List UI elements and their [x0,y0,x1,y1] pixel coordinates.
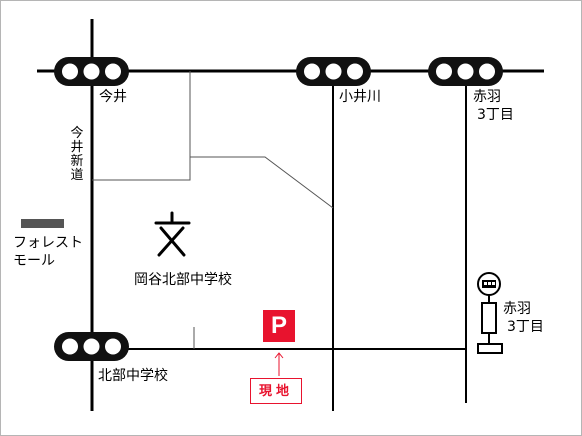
forest-mall-label-line1: フォレスト [13,235,83,251]
site-label: 現地 [250,378,302,404]
school-name-label: 岡谷北部中学校 [134,272,232,288]
bus-stop-label-line1: 赤羽 [503,301,531,317]
up-arrow-icon [274,352,284,376]
imai-shindo-label: 今 井 新 道 [70,126,84,183]
koikawa-label: 小井川 [339,89,381,105]
akabane-3-label-line1: 赤羽 [473,89,501,105]
bus-stop-icon [477,272,503,354]
parking-icon: P [263,310,295,342]
traffic-signal-icon [296,57,371,86]
traffic-signal-icon [428,57,503,86]
traffic-signal-icon [54,332,129,361]
imai-label: 今井 [99,89,127,105]
school-symbol-icon [154,211,191,257]
street-thin-2 [190,156,334,209]
forest-mall-label-line2: モール [13,253,55,269]
akabane-3-label-line2: 3丁目 [477,107,514,123]
street-thin-1 [92,71,191,181]
traffic-signal-icon [54,57,129,86]
forest-mall-building [21,219,64,228]
bus-stop-label-line2: 3丁目 [507,319,544,335]
hokubu-label: 北部中学校 [98,368,168,384]
